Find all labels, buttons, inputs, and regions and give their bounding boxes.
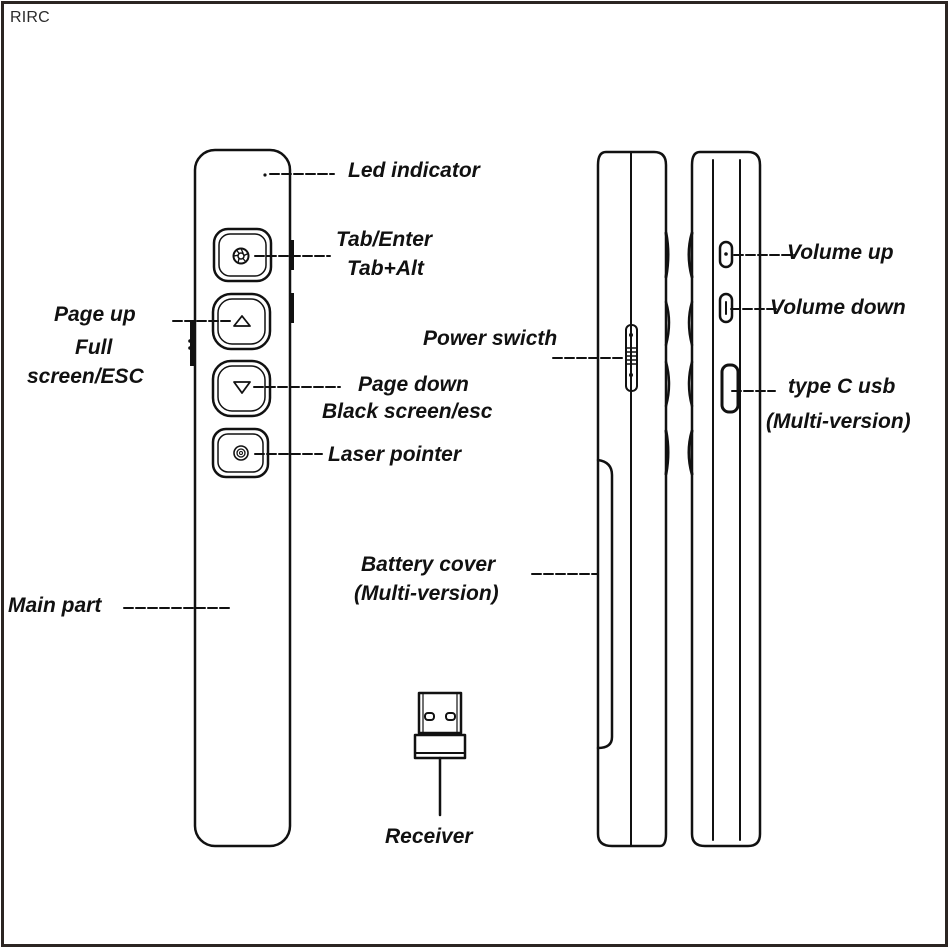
main-body-outline <box>193 148 292 848</box>
label-black-screen: Black screen/esc <box>322 400 493 423</box>
label-page-up: Page up <box>54 303 136 326</box>
label-battery-cover: Battery cover <box>361 553 496 576</box>
type-c-port <box>720 363 740 414</box>
label-laser-pointer: Laser pointer <box>328 443 462 466</box>
side-key-lower <box>290 293 294 323</box>
usb-receiver <box>413 691 467 817</box>
battery-cover-outline <box>596 458 614 750</box>
label-led-indicator: Led indicator <box>348 159 480 182</box>
side-switch-left <box>190 322 194 366</box>
label-volume-up: Volume up <box>787 241 894 264</box>
label-volume-down: Volume down <box>770 296 906 319</box>
volume-up-button <box>718 240 734 269</box>
label-tab-alt: Tab+Alt <box>347 257 424 280</box>
triangle-down-icon <box>233 381 251 394</box>
triangle-up-icon <box>233 315 251 327</box>
label-full-screen-line2: screen/ESC <box>27 365 144 388</box>
label-page-down: Page down <box>358 373 469 396</box>
label-battery-cover-note: (Multi-version) <box>354 582 499 605</box>
label-tab-enter: Tab/Enter <box>336 228 433 251</box>
label-full-screen-line1: Full <box>75 336 113 359</box>
label-type-c: type C usb <box>788 375 896 398</box>
volume-down-button <box>718 292 734 324</box>
label-receiver: Receiver <box>385 825 473 848</box>
concentric-circle-icon <box>233 445 249 461</box>
side-view-b-outline <box>690 150 762 848</box>
brand-logo: RIRC <box>10 9 50 26</box>
shutter-aperture-icon <box>232 247 250 265</box>
label-main-part: Main part <box>8 594 102 617</box>
side-view-battery <box>596 150 671 848</box>
side-view-volume <box>687 150 762 848</box>
side-view-a-outline <box>596 150 668 848</box>
main-part-front-view <box>188 148 294 848</box>
label-type-c-note: (Multi-version) <box>766 410 911 433</box>
page-down-button <box>211 359 272 418</box>
led-indicator-dot <box>263 173 267 177</box>
label-power-switch: Power swicth <box>423 327 558 350</box>
power-switch <box>625 324 638 392</box>
leader-lines <box>123 173 796 609</box>
